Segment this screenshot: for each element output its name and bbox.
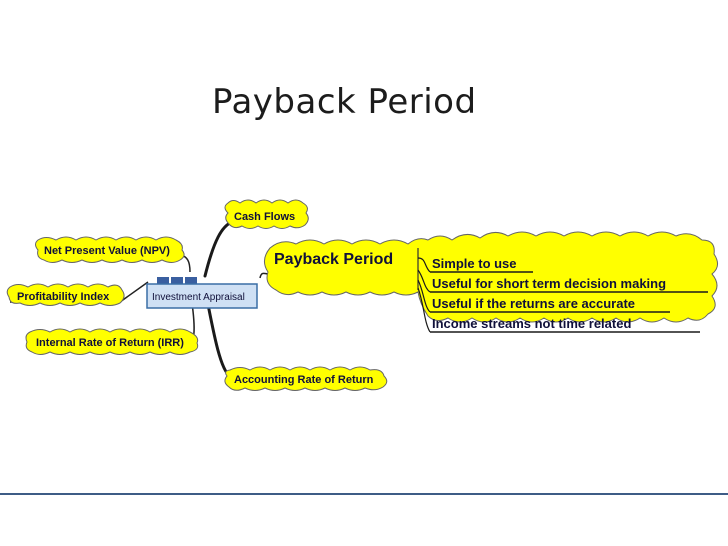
slide-title: Payback Period <box>212 82 477 122</box>
footer-divider <box>0 493 728 495</box>
label-payback-period: Payback Period <box>274 251 393 268</box>
payback-point-2: Useful for short term decision making <box>432 276 666 291</box>
node-marker-icon <box>171 277 183 284</box>
node-marker-icon <box>185 277 197 284</box>
payback-point-1: Simple to use <box>432 256 517 271</box>
label-cash-flows: Cash Flows <box>234 211 295 223</box>
central-node-investment-appraisal: Investment Appraisal <box>146 277 258 309</box>
bubble-payback-period: Payback Period Simple to use Useful for … <box>264 231 718 333</box>
bubble-cash-flows: Cash Flows <box>224 199 309 229</box>
bubble-arr: Accounting Rate of Return <box>224 366 388 391</box>
label-investment-appraisal: Investment Appraisal <box>152 292 245 303</box>
label-irr: Internal Rate of Return (IRR) <box>36 337 184 349</box>
bubble-npv: Net Present Value (NPV) <box>35 236 185 263</box>
bubble-irr: Internal Rate of Return (IRR) <box>25 328 199 355</box>
label-arr: Accounting Rate of Return <box>234 374 374 386</box>
label-npv: Net Present Value (NPV) <box>44 245 170 257</box>
node-marker-icon <box>157 277 169 284</box>
payback-point-4: Income streams not time related <box>432 316 631 331</box>
label-profitability-index: Profitability Index <box>17 291 110 303</box>
payback-point-3: Useful if the returns are accurate <box>432 296 635 311</box>
bubble-profitability-index: Profitability Index <box>6 283 125 306</box>
connector-cash-flows <box>203 220 234 278</box>
